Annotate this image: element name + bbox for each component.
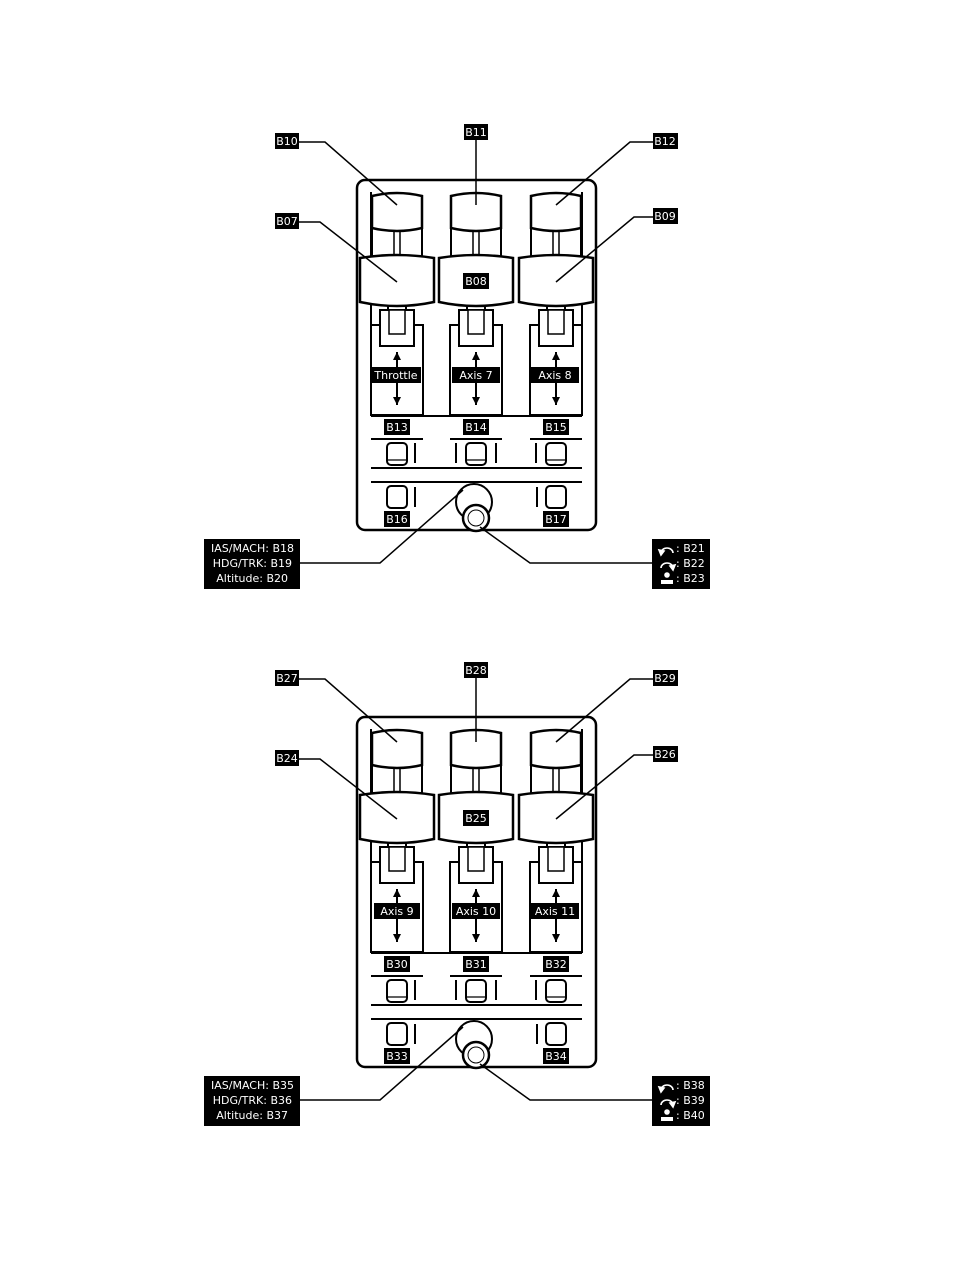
knob-mode-hdg-2: HDG/TRK: B36: [213, 1094, 292, 1107]
rotate-left-icon: [657, 547, 674, 557]
rotate-right-icon: [660, 562, 677, 572]
knob-push-label-2: : B40: [676, 1109, 705, 1122]
knob-rotate-right-label-2: : B39: [676, 1094, 705, 1107]
axis-label-9: Axis 9: [380, 905, 413, 918]
axis-label-8: Axis 8: [538, 369, 571, 382]
callout-b11: B11: [465, 126, 487, 139]
axis-label-7: Axis 7: [459, 369, 492, 382]
rotate-left-icon: [657, 1084, 674, 1094]
callout-b07: B07: [276, 215, 298, 228]
callout-b24: B24: [276, 752, 298, 765]
push-icon: [661, 1109, 673, 1121]
callout-b27: B27: [276, 672, 298, 685]
switch-b16: B16: [386, 513, 408, 526]
knob-mode-ias: IAS/MACH: B18: [211, 542, 294, 555]
callout-b25: B25: [465, 812, 487, 825]
knob-mode-alt: Altitude: B20: [216, 572, 288, 585]
callout-b28: B28: [465, 664, 487, 677]
panel-2: [298, 676, 654, 1101]
switch-b33: B33: [386, 1050, 408, 1063]
switch-b14: B14: [465, 421, 487, 434]
callout-b08: B08: [465, 275, 487, 288]
callout-b12: B12: [654, 135, 676, 148]
knob-mode-ias-2: IAS/MACH: B35: [211, 1079, 294, 1092]
callout-b26: B26: [654, 748, 676, 761]
callout-b09: B09: [654, 210, 676, 223]
axis-label-throttle: Throttle: [373, 369, 417, 382]
axis-label-11: Axis 11: [535, 905, 575, 918]
knob-rotate-right-label: : B22: [676, 557, 705, 570]
knob-mode-hdg: HDG/TRK: B19: [213, 557, 292, 570]
switch-b30: B30: [386, 958, 408, 971]
knob-rotate-left-label: : B21: [676, 542, 705, 555]
switch-b32: B32: [545, 958, 567, 971]
callout-b10: B10: [276, 135, 298, 148]
push-icon: [661, 572, 673, 584]
rotate-right-icon: [660, 1099, 677, 1109]
knob-push-label: : B23: [676, 572, 705, 585]
switch-b17: B17: [545, 513, 567, 526]
switch-b13: B13: [386, 421, 408, 434]
panel-1: [298, 138, 654, 564]
switch-b31: B31: [465, 958, 487, 971]
switch-b15: B15: [545, 421, 567, 434]
axis-label-10: Axis 10: [456, 905, 496, 918]
knob-rotate-left-label-2: : B38: [676, 1079, 705, 1092]
callout-b29: B29: [654, 672, 676, 685]
knob-mode-alt-2: Altitude: B37: [216, 1109, 288, 1122]
switch-b34: B34: [545, 1050, 567, 1063]
